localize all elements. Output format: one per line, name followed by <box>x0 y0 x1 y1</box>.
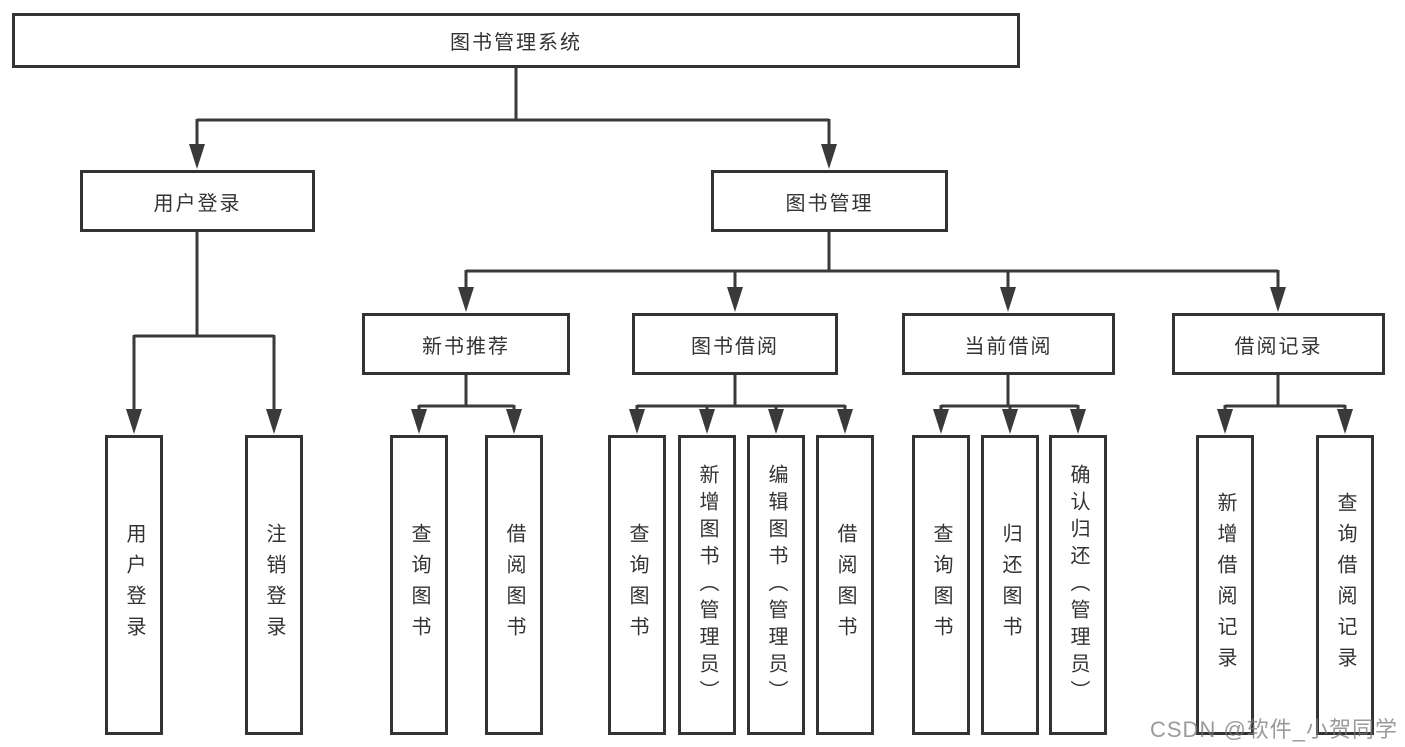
node-current-borrowing: 当前借阅 <box>902 313 1115 375</box>
arrowheads <box>126 144 1353 434</box>
leaf-current-confirm-return-admin: 确认归还（管理员） <box>1049 435 1107 735</box>
node-label: 注销登录 <box>263 523 285 647</box>
leaf-current-return-books: 归还图书 <box>981 435 1039 735</box>
node-label: 查询借阅记录 <box>1334 492 1356 678</box>
node-label: 新书推荐 <box>422 335 510 358</box>
node-label: 用户登录 <box>153 192 242 215</box>
leaf-borrow-add-books-admin: 新增图书（管理员） <box>678 435 736 735</box>
leaf-records-add-record: 新增借阅记录 <box>1196 435 1254 735</box>
csdn-watermark: CSDN @软件_小贺同学 <box>1150 717 1399 742</box>
leaf-records-query-record: 查询借阅记录 <box>1316 435 1374 735</box>
leaf-borrow-borrow-books: 借阅图书 <box>816 435 874 735</box>
node-label: 查询图书 <box>408 523 430 647</box>
node-label: 借阅记录 <box>1234 335 1323 358</box>
node-user-login-group: 用户登录 <box>80 170 315 232</box>
leaf-user-login: 用户登录 <box>105 435 163 735</box>
node-label: 归还图书 <box>999 523 1021 647</box>
node-label: 图书管理 <box>785 192 874 215</box>
node-borrowing-records: 借阅记录 <box>1172 313 1385 375</box>
node-book-management: 图书管理 <box>711 170 948 232</box>
leaf-borrow-edit-books-admin: 编辑图书（管理员） <box>747 435 805 735</box>
node-label: 新增图书（管理员） <box>696 463 718 707</box>
node-label: 查询图书 <box>930 523 952 647</box>
leaf-newbooks-query-books: 查询图书 <box>390 435 448 735</box>
node-label: 借阅图书 <box>834 523 856 647</box>
leaf-borrow-query-books: 查询图书 <box>608 435 666 735</box>
node-label: 图书借阅 <box>691 335 779 358</box>
node-label: 用户登录 <box>123 523 145 647</box>
node-label: 图书管理系统 <box>450 32 582 54</box>
node-label: 当前借阅 <box>964 335 1053 358</box>
node-label: 借阅图书 <box>503 523 525 647</box>
leaf-current-query-books: 查询图书 <box>912 435 970 735</box>
leaf-newbooks-borrow-books: 借阅图书 <box>485 435 543 735</box>
node-book-borrowing: 图书借阅 <box>632 313 838 375</box>
node-new-book-recommend: 新书推荐 <box>362 313 570 375</box>
node-label: 查询图书 <box>626 523 648 647</box>
node-root-system: 图书管理系统 <box>12 13 1020 68</box>
leaf-logout: 注销登录 <box>245 435 303 735</box>
node-label: 新增借阅记录 <box>1214 492 1236 678</box>
node-label: 编辑图书（管理员） <box>765 463 787 707</box>
node-label: 确认归还（管理员） <box>1067 463 1089 707</box>
